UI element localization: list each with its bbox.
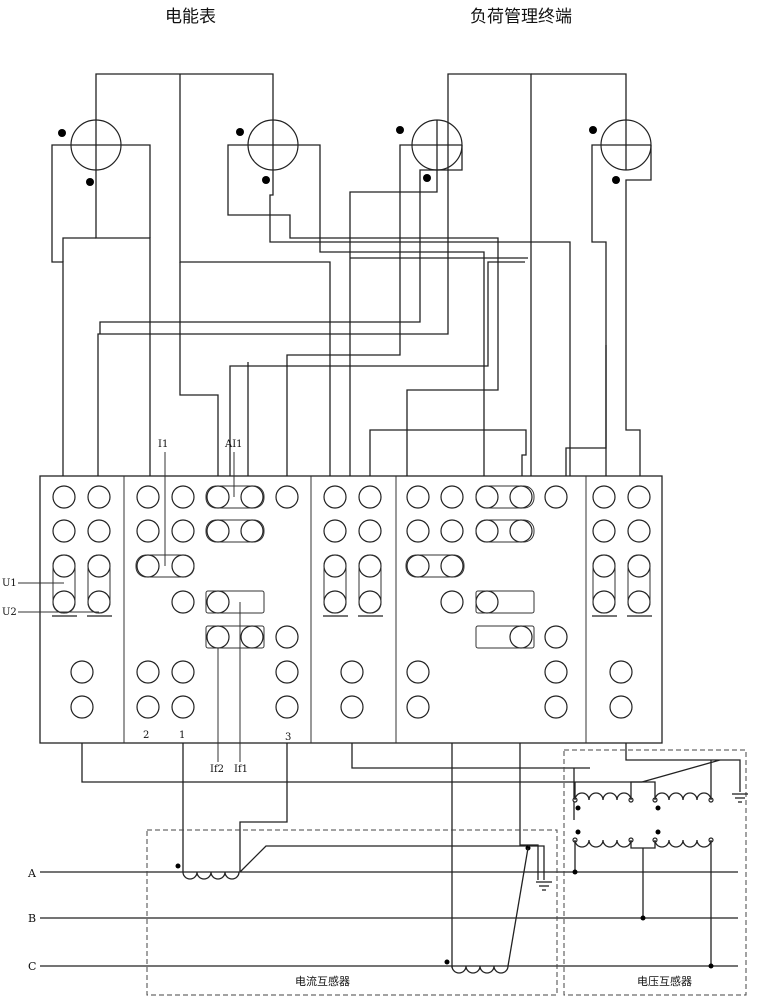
terminal-title: 负荷管理终端 xyxy=(470,7,572,27)
block-labels: I1 AI1 U1 U2 2 1 3 If2 If1 xyxy=(2,439,291,775)
terminal-element-1 xyxy=(396,119,463,182)
terminal-holes xyxy=(52,485,651,719)
meter-element-2 xyxy=(236,119,299,184)
shorting-links xyxy=(52,485,652,649)
measuring-elements xyxy=(58,119,652,186)
phase-label-B: B xyxy=(28,912,36,925)
phase-lines: A B C xyxy=(27,867,738,973)
label-col-2: 2 xyxy=(143,730,149,741)
label-col-1: 1 xyxy=(179,730,185,741)
terminal-block xyxy=(39,475,663,744)
label-U2: U2 xyxy=(2,607,17,618)
label-If1: If1 xyxy=(234,764,248,775)
meter-title: 电能表 xyxy=(165,7,216,27)
lower-wiring xyxy=(81,743,721,968)
label-If2: If2 xyxy=(210,764,224,775)
upper-wiring xyxy=(51,73,652,476)
voltage-transformer: 电压互感器 xyxy=(563,749,748,996)
phase-label-A: A xyxy=(27,867,37,880)
current-transformer-caption: 电流互感器 xyxy=(295,974,350,988)
label-U1: U1 xyxy=(2,578,17,589)
meter-element-1 xyxy=(58,119,122,186)
terminal-element-2 xyxy=(589,119,652,184)
current-transformer: 电流互感器 xyxy=(146,829,558,996)
label-AI1: AI1 xyxy=(224,439,243,450)
phase-label-C: C xyxy=(28,960,36,973)
label-col-3: 3 xyxy=(285,732,291,743)
label-I1: I1 xyxy=(158,439,168,450)
voltage-transformer-caption: 电压互感器 xyxy=(637,975,692,988)
